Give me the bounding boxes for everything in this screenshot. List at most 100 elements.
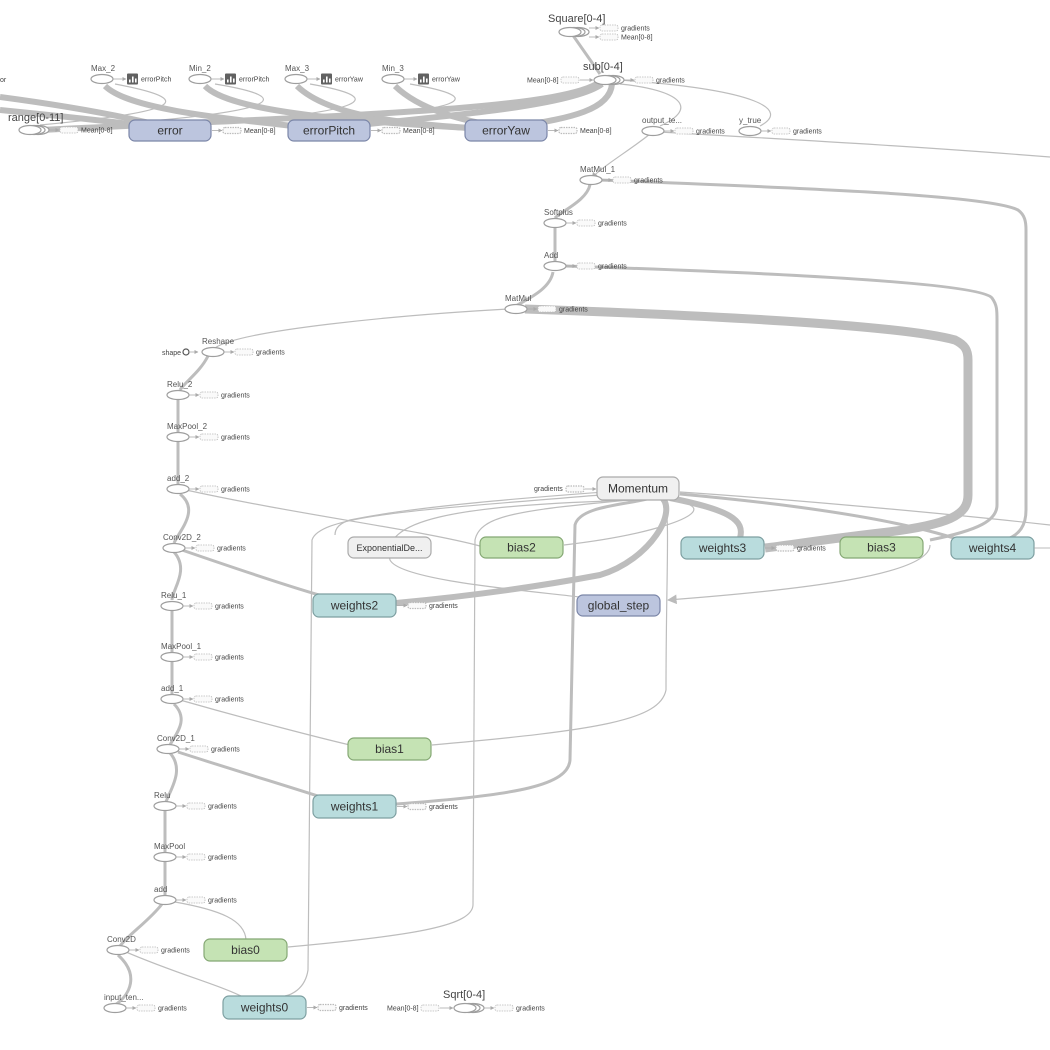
op-ellipse-icon bbox=[160, 600, 184, 612]
op-ellipse-icon bbox=[153, 851, 177, 863]
series-node-sub[interactable]: sub[0-4]Mean[0-8]gradients bbox=[527, 61, 685, 86]
node-box bbox=[464, 119, 548, 142]
meta-node-bias2[interactable]: bias2 bbox=[479, 536, 564, 559]
meta-node-weights4[interactable]: weights4 bbox=[950, 536, 1050, 560]
aux-label: gradients bbox=[621, 26, 650, 33]
op-node-output-te[interactable]: output_te...gradients bbox=[641, 116, 725, 137]
aux-node-icon bbox=[420, 1004, 440, 1012]
op-ellipse-icon bbox=[153, 894, 177, 906]
summary-bar-glyph bbox=[326, 76, 328, 83]
aux-label: gradients bbox=[793, 129, 822, 136]
edge bbox=[170, 551, 182, 601]
aux-node-icon bbox=[576, 262, 596, 270]
op-label: add_1 bbox=[161, 684, 184, 693]
node-box bbox=[839, 536, 924, 559]
edge bbox=[619, 83, 682, 127]
node-label: bias3 bbox=[867, 541, 896, 555]
aux-label: gradients bbox=[215, 655, 244, 662]
aux-label: gradients bbox=[215, 697, 244, 704]
node-box bbox=[596, 476, 680, 501]
node-box bbox=[479, 536, 564, 559]
op-node-maxpool-2[interactable]: MaxPool_2 gradients bbox=[166, 422, 250, 443]
edge bbox=[284, 494, 601, 997]
op-label: y_true bbox=[739, 116, 762, 125]
edge bbox=[299, 83, 456, 123]
op-label: Reshape bbox=[202, 337, 235, 346]
edge bbox=[214, 308, 509, 349]
op-ellipse-icon bbox=[381, 73, 405, 85]
edge bbox=[174, 901, 247, 941]
aux-node-icon bbox=[199, 391, 219, 399]
aux-node-icon bbox=[199, 433, 219, 441]
aux-label: gradients bbox=[634, 178, 663, 185]
aux-label: gradients bbox=[797, 546, 826, 553]
aux-node-icon bbox=[222, 126, 242, 135]
aux-label: gradients bbox=[208, 898, 237, 905]
series-node-sqrt[interactable]: Sqrt[0-4]Mean[0-8]gradients bbox=[387, 989, 545, 1014]
node-label: ExponentialDe... bbox=[356, 543, 422, 553]
op-label: Max_3 bbox=[285, 64, 310, 73]
edge bbox=[178, 355, 210, 391]
aux-node-icon bbox=[407, 601, 427, 610]
series-node-range[interactable]: range[0-11]Mean[0-8] bbox=[8, 112, 113, 136]
aux-node-icon bbox=[199, 485, 219, 493]
meta-node-bias0[interactable]: bias0 bbox=[203, 938, 288, 962]
aux-node-icon bbox=[186, 896, 206, 904]
aux-label: gradients bbox=[221, 435, 250, 442]
aux-node-icon bbox=[674, 127, 694, 135]
aux-node-icon bbox=[576, 219, 596, 227]
op-node-input-te[interactable]: input_ten...gradients bbox=[103, 993, 187, 1014]
edge bbox=[619, 79, 771, 127]
op-node-add-1[interactable]: add_1 gradients bbox=[160, 684, 244, 705]
op-label: MaxPool_2 bbox=[167, 422, 208, 431]
op-ellipse-icon bbox=[543, 260, 567, 272]
node-label: errorYaw bbox=[482, 124, 530, 138]
meta-node-bias3[interactable]: bias3 bbox=[839, 536, 924, 559]
series-ellipse-icon bbox=[18, 124, 42, 136]
meta-node-global-step[interactable]: global_step bbox=[576, 594, 661, 617]
meta-node-expdecay[interactable]: ExponentialDe... bbox=[347, 536, 432, 559]
edge bbox=[177, 750, 331, 802]
aux-node-icon bbox=[186, 802, 206, 810]
shape-label: shape bbox=[162, 350, 181, 357]
op-ellipse-icon bbox=[162, 542, 186, 554]
op-label: Min_3 bbox=[382, 64, 404, 73]
op-ellipse-icon bbox=[579, 174, 603, 186]
edge bbox=[669, 495, 744, 539]
meta-node-bias1[interactable]: bias1 bbox=[347, 737, 432, 761]
op-node-y-true[interactable]: y_true gradients bbox=[738, 116, 822, 137]
shape-node[interactable]: shape bbox=[162, 348, 199, 357]
edge bbox=[599, 178, 1028, 542]
op-label: Relu_2 bbox=[167, 380, 193, 389]
edge bbox=[181, 548, 331, 600]
